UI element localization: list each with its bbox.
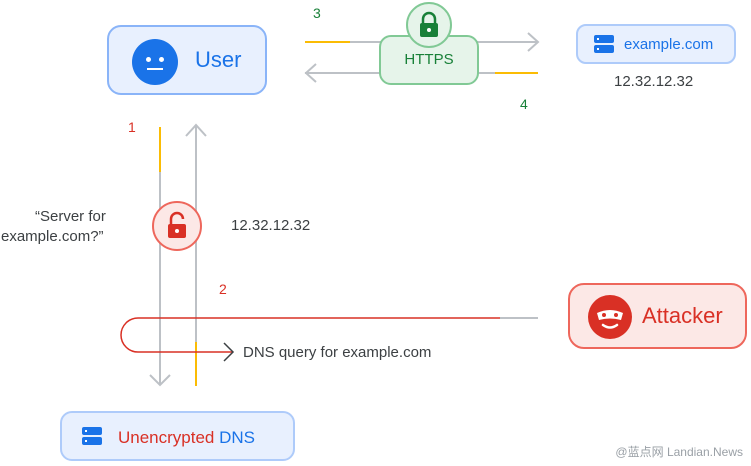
attacker-intercept-path xyxy=(120,317,538,353)
dns-response-arrowhead xyxy=(185,123,207,137)
attacker-label: Attacker xyxy=(642,303,723,328)
dns-question-line1: “Server for xyxy=(35,208,106,225)
dns-answer-ip: 12.32.12.32 xyxy=(231,217,311,234)
watermark: @蓝点网 Landian.News xyxy=(615,445,743,459)
locked-padlock-icon xyxy=(406,2,452,48)
dns-label-prefix: Unencrypted xyxy=(118,428,215,447)
dns-label-suffix: DNS xyxy=(219,428,256,447)
masked-face-icon xyxy=(588,295,632,339)
server-icon xyxy=(594,35,614,55)
website-ip: 12.32.12.32 xyxy=(614,73,694,90)
https-request-arrowhead xyxy=(527,32,540,52)
step-3: 3 xyxy=(313,5,321,21)
step-4: 4 xyxy=(520,96,528,112)
dns-server-box: Unencrypted DNS xyxy=(60,411,295,461)
website-server-box: example.com xyxy=(576,24,736,64)
server-icon xyxy=(82,427,102,447)
unlocked-padlock-icon xyxy=(152,201,202,251)
user-face-icon xyxy=(132,39,178,85)
step-1: 1 xyxy=(128,119,136,135)
user-label: User xyxy=(195,47,242,72)
dns-question-line2: example.com?” xyxy=(1,228,104,245)
attacker-path-arrowhead xyxy=(223,342,235,362)
step-2: 2 xyxy=(219,281,227,297)
https-response-arrowhead xyxy=(304,63,317,83)
attacker-box: Attacker xyxy=(568,283,747,349)
user-box: User xyxy=(107,25,267,95)
dns-query-label: DNS query for example.com xyxy=(243,344,432,361)
website-label: example.com xyxy=(624,36,714,53)
dns-label: Unencrypted DNS xyxy=(118,428,255,448)
dns-query-arrowhead xyxy=(149,374,171,387)
https-label: HTTPS xyxy=(404,51,454,68)
